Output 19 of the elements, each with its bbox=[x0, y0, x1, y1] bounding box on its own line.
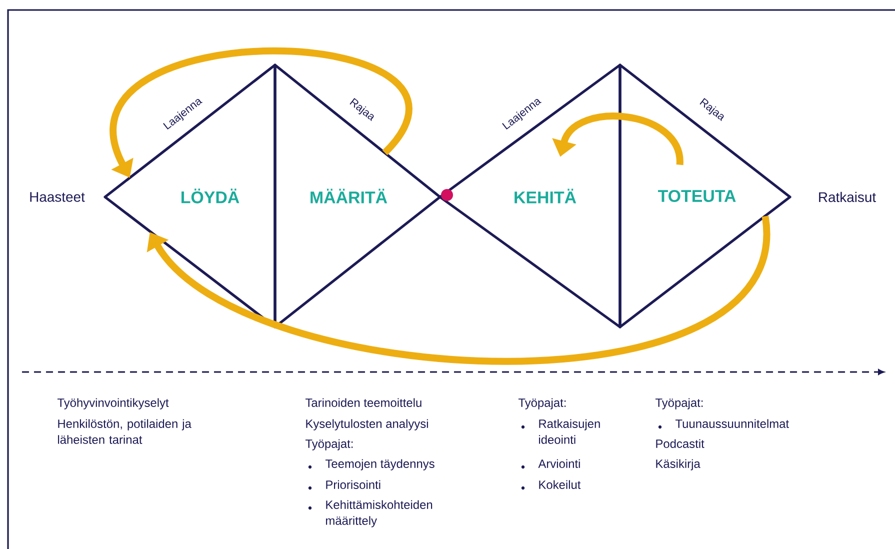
note-text: Työpajat: bbox=[305, 439, 353, 450]
note-text: Kehittämiskohteiden määrittely bbox=[326, 500, 432, 528]
note-text: Tuunaussuunnitelmat bbox=[675, 419, 789, 428]
note-text: Työpajat: bbox=[655, 398, 703, 410]
note-text: Käsikirja bbox=[656, 459, 700, 470]
note-text: Kokeilut bbox=[539, 480, 581, 489]
note-text: Podcastit bbox=[656, 439, 704, 448]
note-text: Henkilöstön, potilaiden ja läheisten tarinat bbox=[58, 419, 192, 444]
note-text: Työhyvinvointikyselyt bbox=[57, 398, 169, 410]
note-text: Työpajat: bbox=[518, 398, 566, 410]
curved-arrow bbox=[146, 216, 769, 365]
end-label: Haasteet bbox=[30, 192, 85, 202]
note-text: Priorisointi bbox=[326, 480, 380, 489]
note-text: Teemojen täydennys bbox=[325, 459, 434, 470]
note-text: Ratkaisujen ideointi bbox=[539, 419, 600, 444]
end-label: Ratkaisut bbox=[819, 192, 876, 202]
note-text: Arviointi bbox=[538, 459, 580, 468]
note-text: Tarinoiden teemoittelu bbox=[305, 398, 422, 407]
note-text: Kyselytulosten analyysi bbox=[306, 419, 428, 430]
